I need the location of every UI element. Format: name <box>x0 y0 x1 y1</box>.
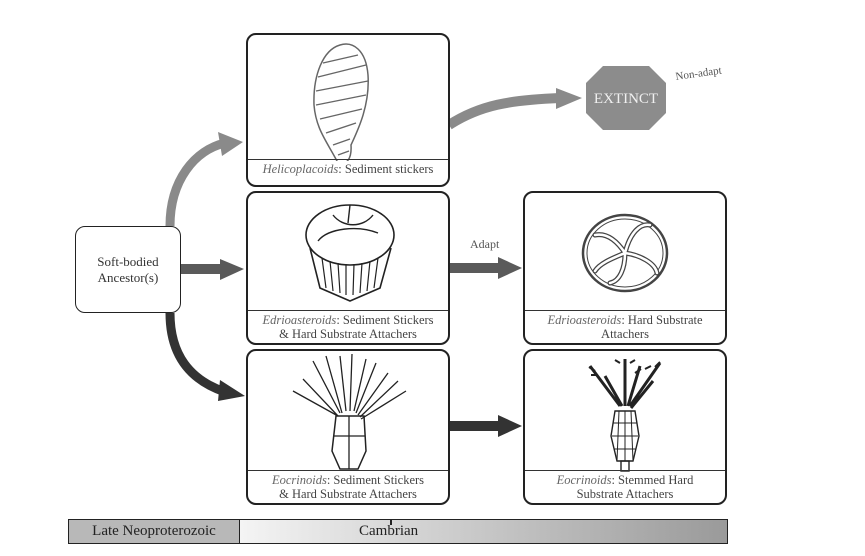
arrowhead-edrioasteroids <box>220 259 244 280</box>
non-adapt-label: Non-adapt <box>675 65 723 83</box>
edrioasteroid-disc-illustration <box>581 213 669 293</box>
taxon-name: Eocrinoids <box>556 473 612 487</box>
edrioasteroids-mid-box: Edrioasteroids: Sediment Stickers & Hard… <box>246 191 450 345</box>
eocrinoids-right-box: Eocrinoids: Stemmed Hard Substrate Attac… <box>523 349 727 505</box>
stemmed-eocrinoid-illustration <box>588 359 662 472</box>
edrioasteroids-right-caption: Edrioasteroids: Hard Substrate Attachers <box>525 310 725 343</box>
helicoplacoid-illustration <box>313 43 369 161</box>
arrow-adapt <box>449 263 501 273</box>
arrowhead-eocrinoids-right <box>498 415 522 437</box>
adapt-label: Adapt <box>470 237 500 251</box>
taxon-name: Eocrinoids <box>271 473 327 487</box>
edrioasteroids-right-box: Edrioasteroids: Hard Substrate Attachers <box>523 191 727 345</box>
edrioasteroids-mid-caption: Edrioasteroids: Sediment Stickers & Hard… <box>248 310 448 343</box>
timeline-late-neoproterozoic: Late Neoproterozoic <box>69 520 240 543</box>
caption-text: : Sediment Stickers <box>336 313 434 327</box>
helicoplacoids-caption: Helicoplacoids: Sediment stickers <box>248 159 448 185</box>
caption-line2: & Hard Substrate Attachers <box>279 487 417 501</box>
arrowhead-adapt <box>498 257 522 279</box>
caption-text: : Sediment stickers <box>338 162 434 176</box>
caption-line2: Substrate Attachers <box>576 487 674 501</box>
arrow-to-eocrinoids <box>165 312 227 397</box>
extinct-label: EXTINCT <box>594 91 658 107</box>
geologic-timeline: Late Neoproterozoic Cambrian <box>68 519 728 544</box>
taxon-name: Edrioasteroids <box>547 313 622 327</box>
caption-line2: & Hard Substrate Attachers <box>279 327 417 341</box>
timeline-tick <box>390 520 392 525</box>
eocrinoids-mid-caption: Eocrinoids: Sediment Stickers & Hard Sub… <box>248 470 448 503</box>
ancestor-box: Soft-bodied Ancestor(s) <box>75 226 181 313</box>
caption-text: : Stemmed Hard <box>611 473 694 487</box>
arrow-to-helicoplacoids <box>165 138 227 227</box>
taxon-name: Edrioasteroids <box>262 313 337 327</box>
caption-text: : Sediment Stickers <box>326 473 425 487</box>
arrowhead-eocrinoids <box>218 380 245 401</box>
edrioasteroid-illustration <box>305 204 395 302</box>
ancestor-line2: Ancestor(s) <box>97 269 159 285</box>
arrow-to-extinct <box>446 93 561 130</box>
timeline-cambrian: Cambrian <box>240 520 727 543</box>
eocrinoids-right-caption: Eocrinoids: Stemmed Hard Substrate Attac… <box>525 470 725 503</box>
arrowhead-extinct <box>556 88 582 109</box>
ancestor-line1: Soft-bodied <box>97 253 159 269</box>
arrow-eocrinoids-right <box>449 421 501 431</box>
taxon-name: Helicoplacoids <box>262 162 339 176</box>
eocrinoids-mid-box: Eocrinoids: Sediment Stickers & Hard Sub… <box>246 349 450 505</box>
timeline-cambrian-label: Cambrian <box>359 523 419 539</box>
extinct-sign-icon <box>586 66 666 130</box>
arrow-to-edrioasteroids <box>181 264 223 274</box>
helicoplacoids-box: Helicoplacoids: Sediment stickers <box>246 33 450 187</box>
eocrinoid-illustration <box>292 353 407 470</box>
caption-text: : Hard Substrate <box>621 313 703 327</box>
arrowhead-helicoplacoids <box>218 132 243 156</box>
caption-line2: Attachers <box>601 327 649 341</box>
